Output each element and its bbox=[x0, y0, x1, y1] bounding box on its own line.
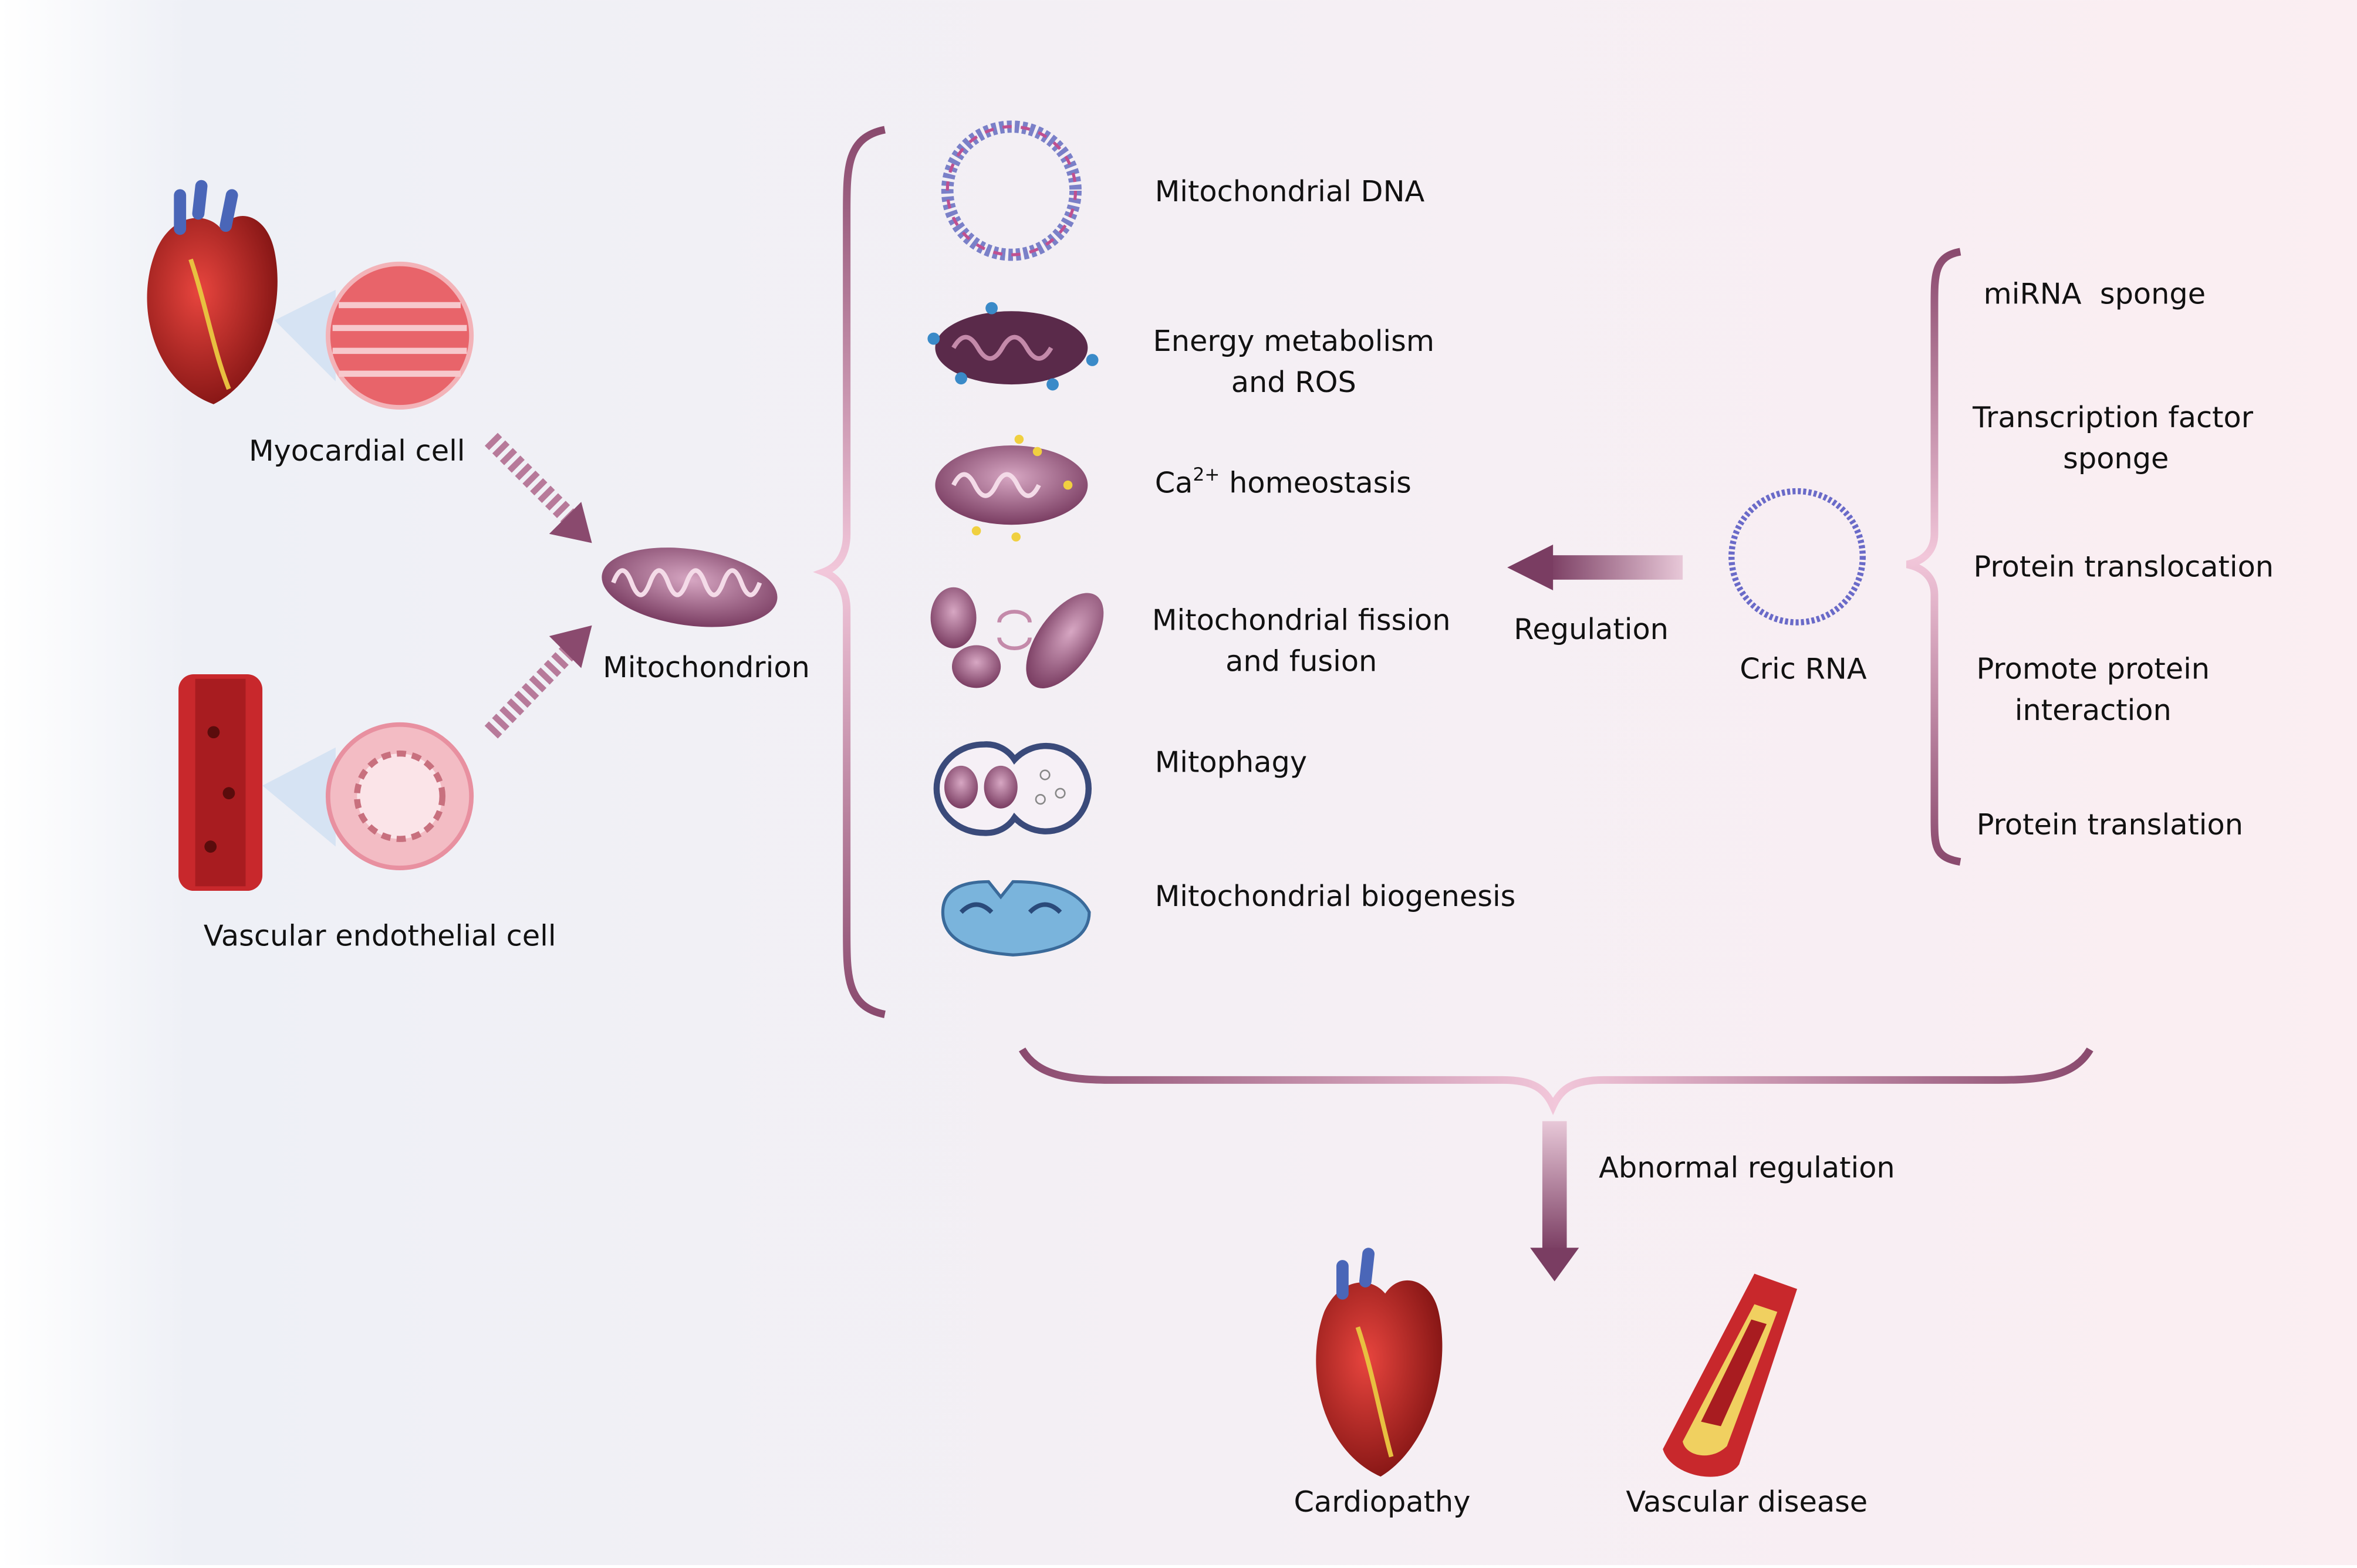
energy-metabolism-icon bbox=[927, 302, 1099, 391]
mechanism-tf-sponge-line1: Transcription factor bbox=[1972, 400, 2254, 434]
blood-vessel-icon bbox=[178, 674, 336, 891]
mechanism-protein-translocation: Protein translocation bbox=[1973, 550, 2274, 584]
mechanisms-brace bbox=[1906, 248, 1961, 866]
function-label-fission-line1: Mitochondrial fission bbox=[1152, 603, 1451, 637]
myocardial-cell-label: Myocardial cell bbox=[249, 434, 465, 468]
mechanism-mirna-sponge: miRNA sponge bbox=[1984, 276, 2206, 310]
calcium-base: Ca bbox=[1155, 466, 1193, 500]
function-label-calcium: Ca2+ homeostasis bbox=[1155, 464, 1412, 500]
function-label-energy-line2: and ROS bbox=[1231, 365, 1356, 399]
function-label-mitophagy: Mitophagy bbox=[1155, 745, 1307, 779]
mechanism-promote-interaction-line1: Promote protein bbox=[1977, 652, 2210, 686]
outcome-brace bbox=[1018, 1047, 2093, 1116]
endothelium-cross-section-icon bbox=[325, 722, 474, 870]
biogenesis-icon bbox=[941, 880, 1091, 957]
regulation-label: Regulation bbox=[1514, 612, 1669, 646]
vascular-endothelial-cell-label: Vascular endothelial cell bbox=[204, 919, 556, 953]
calcium-rest: homeostasis bbox=[1220, 466, 1411, 500]
fission-fusion-icon bbox=[930, 587, 1104, 688]
abnormal-regulation-label: Abnormal regulation bbox=[1599, 1151, 1895, 1185]
functions-brace bbox=[813, 126, 886, 1018]
mechanism-promote-interaction-line2: interaction bbox=[2015, 693, 2172, 727]
mechanism-tf-sponge-line2: sponge bbox=[2063, 441, 2169, 475]
circ-rna-label: Cric RNA bbox=[1740, 652, 1867, 686]
mitophagy-icon bbox=[933, 741, 1092, 836]
calcium-homeostasis-icon bbox=[935, 434, 1088, 542]
calcium-superscript: 2+ bbox=[1193, 464, 1220, 485]
abnormal-regulation-arrow bbox=[1530, 1121, 1579, 1282]
vascular-disease-icon bbox=[1663, 1273, 1798, 1477]
cardiomyocyte-cross-section-icon bbox=[325, 261, 474, 410]
circ-rna-icon bbox=[1728, 488, 1866, 626]
mitochondrion-label: Mitochondrion bbox=[603, 650, 810, 684]
function-label-energy-line1: Energy metabolism bbox=[1153, 324, 1434, 358]
cardiopathy-label: Cardiopathy bbox=[1294, 1485, 1471, 1519]
mitochondrial-dna-icon bbox=[941, 120, 1082, 261]
function-label-mitochondrial-dna: Mitochondrial DNA bbox=[1155, 174, 1425, 208]
arrow-myocardial-to-mitochondrion bbox=[484, 432, 592, 543]
vascular-disease-label: Vascular disease bbox=[1626, 1485, 1868, 1519]
arrow-vascular-to-mitochondrion bbox=[484, 625, 592, 739]
function-label-biogenesis: Mitochondrial biogenesis bbox=[1155, 879, 1516, 913]
cardiopathy-heart-icon bbox=[1316, 1248, 1443, 1477]
myocardial-heart-icon bbox=[147, 180, 336, 404]
mechanism-protein-translation: Protein translation bbox=[1977, 807, 2243, 842]
regulation-arrow bbox=[1507, 545, 1683, 590]
mitochondrion-icon bbox=[602, 548, 778, 627]
function-label-fission-line2: and fusion bbox=[1225, 644, 1377, 678]
